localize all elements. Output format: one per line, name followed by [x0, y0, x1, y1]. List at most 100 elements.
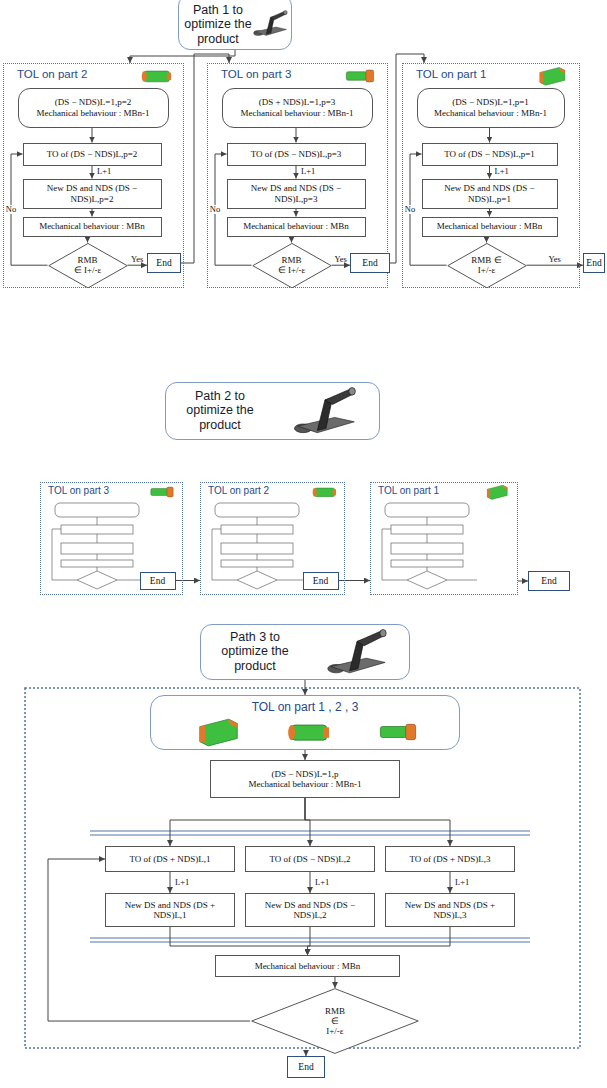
edge-label: No — [404, 205, 416, 214]
process-box: Mechanical behaviour : MBn — [227, 217, 366, 237]
process-box: New DS and NDS (DS + NDS)L,1 — [105, 893, 235, 927]
mini-shape — [97, 567, 98, 571]
mini-shape — [391, 543, 463, 554]
connector — [87, 237, 88, 243]
decision-diamond: RMB ∈ I+/-ε — [48, 243, 128, 288]
process-box: TO of (DS + NDS)L,1 — [105, 846, 235, 872]
drawing-part — [200, 726, 205, 743]
mini-flowchart — [207, 501, 307, 591]
mini-shape — [237, 571, 277, 589]
part-icon — [317, 629, 399, 677]
drawing-part — [559, 67, 565, 73]
process-box: TO of (DS − NDS)L,p=1 — [422, 143, 558, 166]
connector — [334, 977, 335, 988]
mini-shape — [407, 571, 447, 589]
drawing-part — [380, 630, 386, 637]
drawing-part — [540, 72, 544, 83]
node-text: End — [150, 576, 165, 586]
connector — [489, 128, 490, 143]
node-text: End — [313, 576, 328, 586]
part-icon — [148, 484, 176, 500]
connector — [332, 265, 351, 266]
mini-shape — [212, 529, 237, 580]
connector — [92, 166, 93, 179]
decision-diamond: RMB ∈ I+/-ε — [252, 243, 332, 288]
drawing-part — [349, 388, 356, 396]
part-icon — [483, 484, 511, 500]
rounded-box: (DS + NDS)L=1,p=3Mechanical behaviour : … — [222, 88, 373, 128]
node-text: Mechanical behaviour : MBn — [255, 961, 361, 971]
mini-shape — [257, 534, 258, 543]
connector — [489, 209, 490, 217]
mini-shape — [382, 529, 407, 580]
drawing-part — [540, 67, 565, 85]
decision-diamond: RMB ∈ I+/-ε — [447, 243, 527, 288]
drawing-part — [284, 11, 288, 15]
node-text: End — [156, 258, 171, 268]
part-icon — [376, 720, 420, 744]
mini-shape — [221, 525, 293, 534]
edge-label: No — [209, 205, 221, 214]
mini-shape — [257, 554, 258, 560]
mini-shape — [391, 560, 463, 567]
drawing-part — [151, 489, 168, 496]
mini-shape — [215, 503, 299, 517]
process-box: TO of (DS + NDS)L,3 — [385, 846, 515, 872]
diamond-shape — [252, 243, 330, 287]
connector — [128, 265, 148, 266]
node-text: Path 1 to optimize the product — [183, 3, 253, 46]
node-text: TOL on part 1 — [378, 485, 439, 496]
mini-shape — [52, 529, 77, 580]
connector — [310, 872, 311, 893]
node-text: New DS and NDS (DS + NDS)L,3 — [390, 900, 510, 921]
drawing-part — [288, 725, 295, 740]
node-text: TOL on part 1 — [416, 68, 486, 80]
mini-shape — [257, 517, 258, 525]
mini-panel: TOL on part 1 — [370, 482, 518, 595]
connector — [527, 265, 584, 266]
connector — [489, 166, 490, 179]
connector — [92, 209, 93, 217]
process-box: Mechanical behaviour : MBn — [23, 217, 162, 237]
drawing-part — [376, 720, 420, 744]
mini-shape — [97, 554, 98, 560]
part-icon — [139, 66, 173, 86]
drawing-part — [317, 629, 399, 677]
process-box: New DS and NDS (DS − NDS)L,p=3 — [227, 179, 366, 209]
connector — [518, 581, 528, 582]
connector — [305, 798, 450, 846]
end-box: End — [303, 572, 339, 590]
process-box: TO of (DS − NDS)L,2 — [245, 846, 375, 872]
node-text: TOL on part 2 — [17, 68, 87, 80]
connector — [486, 237, 487, 243]
connector — [170, 927, 308, 955]
mini-shape — [427, 567, 428, 571]
node-text: RMB ∈ I+/-ε — [277, 255, 307, 276]
mini-shape — [391, 525, 463, 534]
node-text: TOL on part 3 — [221, 68, 291, 80]
part-icon — [310, 484, 338, 500]
drawing-part — [229, 719, 238, 728]
edge-label: L+1 — [454, 878, 470, 887]
drawing-part — [286, 387, 366, 437]
drawing-part — [292, 725, 327, 740]
edge-label: L+1 — [300, 167, 316, 176]
process-box: New DS and NDS (DS − NDS)L,2 — [245, 893, 375, 927]
drawing-part — [323, 727, 329, 738]
drawing-part — [191, 717, 245, 747]
node-text: TOL on part 2 — [208, 485, 269, 496]
mini-shape — [427, 554, 428, 560]
diamond-shape — [48, 243, 126, 287]
node-text: TOL on part 3 — [48, 485, 109, 496]
node-text: Path 2 to optimize the product — [178, 389, 262, 432]
group-frame — [25, 688, 580, 1048]
drawing-part — [253, 7, 289, 41]
connector — [296, 128, 297, 143]
end-box: End — [350, 253, 390, 273]
part-icon — [281, 718, 335, 746]
mini-shape — [97, 534, 98, 543]
connector — [308, 927, 451, 955]
edge-label: L+1 — [96, 167, 112, 176]
part-icon — [191, 717, 245, 747]
